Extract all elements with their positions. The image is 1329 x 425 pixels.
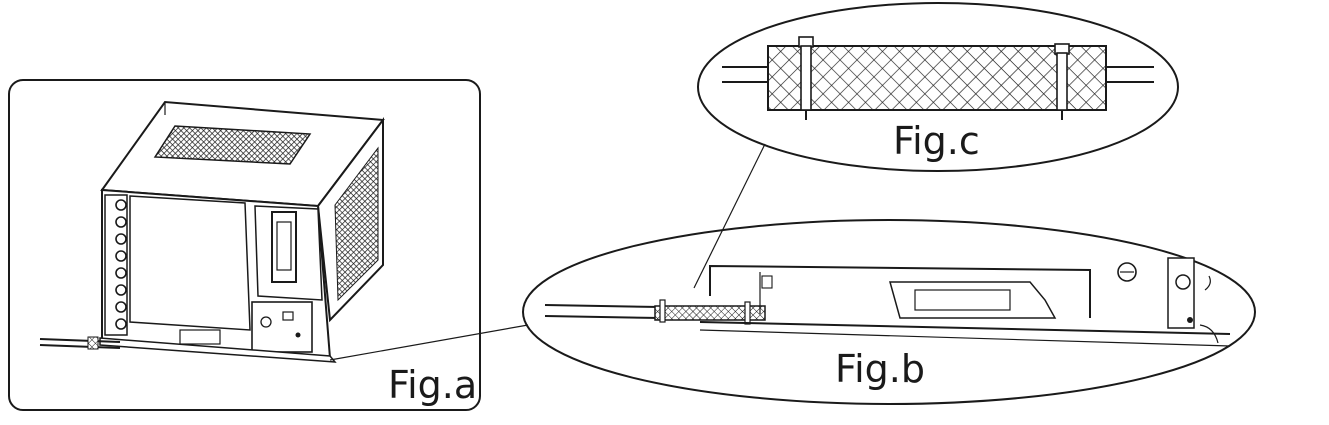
mesh-sleeve bbox=[654, 305, 766, 321]
leader-a-to-b bbox=[329, 324, 529, 361]
condenser-coil bbox=[115, 199, 127, 330]
control-box bbox=[251, 301, 313, 353]
fig-b-label: Fig.b bbox=[835, 347, 925, 391]
mesh-sleeve-enlarged bbox=[767, 45, 1107, 111]
leader-b-to-c bbox=[693, 143, 766, 289]
tie-strap-left bbox=[798, 36, 814, 120]
fig-a-panel: Fig.a bbox=[8, 79, 481, 411]
fig-c-label: Fig.c bbox=[893, 119, 980, 163]
fig-c-detail: Fig.c bbox=[697, 2, 1179, 172]
fig-b-detail: Fig.b bbox=[522, 219, 1256, 405]
tie-strap-right bbox=[1054, 43, 1070, 120]
fig-a-label: Fig.a bbox=[388, 363, 477, 407]
top-vent-grille bbox=[153, 125, 312, 165]
